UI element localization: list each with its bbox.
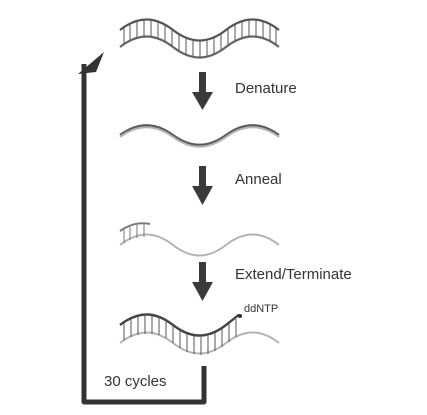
cycle-count-label: 30 cycles	[104, 373, 167, 390]
primer-strand	[119, 222, 151, 232]
step-label-anneal: Anneal	[235, 171, 282, 188]
down-arrow-icon	[192, 166, 213, 205]
extended-base-pairs	[123, 316, 237, 355]
step-label-denature: Denature	[235, 80, 297, 97]
denatured-dark-strand	[119, 124, 280, 146]
denatured-strands	[119, 124, 280, 148]
primer-base-pairs	[123, 224, 145, 243]
annealed-template-strand	[119, 233, 280, 257]
cycle-loop-path	[81, 64, 207, 405]
step-label-extend: Extend/Terminate	[235, 266, 352, 283]
template-base-pairs	[123, 20, 277, 58]
arrowhead-icon	[78, 52, 104, 74]
ddntp-terminator-mark	[238, 314, 242, 318]
down-arrow-icon	[192, 262, 213, 301]
double-strand-template	[119, 18, 280, 59]
down-arrow-icon	[192, 72, 213, 110]
cycle-loop-arrow	[78, 52, 207, 405]
extended-template-strand	[119, 331, 280, 355]
denatured-light-strand	[119, 126, 280, 148]
annealed-primer-strand	[119, 222, 280, 257]
template-top-strand	[119, 18, 280, 42]
extended-terminated-strand	[119, 313, 280, 355]
ddntp-label: ddNTP	[244, 303, 279, 315]
